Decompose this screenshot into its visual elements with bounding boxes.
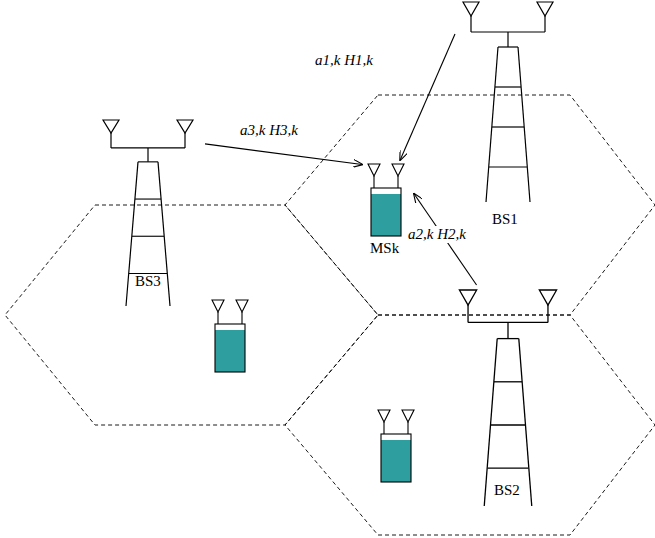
station-label: MSk [370,240,399,257]
station-label: BS1 [492,211,518,228]
station-label: BS2 [494,482,520,499]
mobile-station: MSk [362,160,414,260]
channel-label: a3,k H3,k [238,122,300,139]
station-label: BS3 [135,273,161,290]
base-station: BS3 [95,115,205,305]
base-station: BS1 [455,0,565,232]
channel-arrow [400,34,455,160]
channel-label: a1,k H1,k [313,52,375,69]
base-station: BS2 [455,285,565,520]
channel-label: a2,k H2,k [406,226,468,243]
channel-arrow [205,144,362,165]
